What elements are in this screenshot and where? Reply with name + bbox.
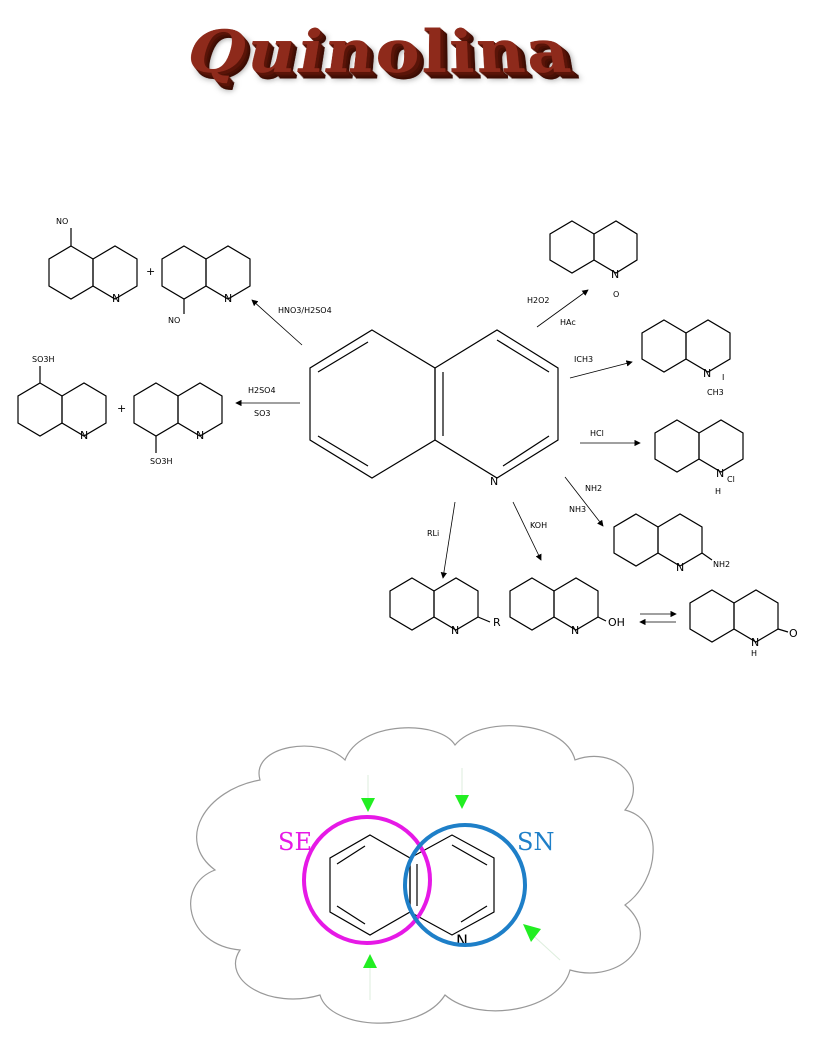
- reagent-h2o2: H2O2: [527, 296, 550, 305]
- nh-h-label: H: [751, 649, 757, 658]
- n-label: N: [751, 636, 759, 649]
- n-oxide-product: N O: [550, 221, 637, 299]
- hydroxyquinoline-product: N OH: [510, 578, 625, 637]
- r-label: R: [493, 616, 501, 629]
- n-label: N: [112, 292, 120, 305]
- reagent-rli: RLi: [427, 529, 439, 538]
- sulfo-products: SO3H N + SO3H N: [18, 355, 222, 466]
- n-label: N: [451, 624, 459, 637]
- oh-label: OH: [608, 616, 625, 629]
- methylquinolinium-product: N I CH3: [642, 320, 730, 397]
- ch3-label: CH3: [707, 388, 724, 397]
- plus-sign: +: [117, 402, 126, 415]
- reagent-nh3: NH3: [569, 505, 586, 514]
- n-label: N: [224, 292, 232, 305]
- so3h-label-2: SO3H: [150, 457, 172, 466]
- reagent-koh: KOH: [530, 521, 547, 530]
- reagent-so3: SO3: [254, 409, 270, 418]
- n-label: N: [196, 429, 204, 442]
- reagent-hcl: HCl: [590, 429, 604, 438]
- central-n-label: N: [490, 475, 498, 488]
- keto-o-label: O: [789, 627, 798, 640]
- reactivity-cloud: [191, 726, 653, 1023]
- n-label: N: [571, 624, 579, 637]
- so3h-label-1: SO3H: [32, 355, 54, 364]
- reagent-h2so4: H2SO4: [248, 386, 276, 395]
- n-label: N: [676, 561, 684, 574]
- aminoquinoline-product: N NH2: [614, 514, 730, 574]
- reagent-hno3: HNO3/H2SO4: [278, 306, 332, 315]
- central-quinoline: N: [310, 330, 558, 488]
- n-label: N: [716, 467, 724, 480]
- chloride-label: Cl: [727, 475, 735, 484]
- iodide-label: I: [722, 373, 724, 382]
- nitro-o-label-1: NO: [56, 217, 68, 226]
- n-oxide-o-label: O: [613, 290, 619, 299]
- sn-label: SN: [517, 828, 554, 856]
- reagent-nh2: NH2: [585, 484, 602, 493]
- reaction-arrows: HNO3/H2SO4 H2SO4 SO3 H2O2 HAc ICH3 HCl N…: [236, 290, 676, 622]
- n-label: N: [703, 367, 711, 380]
- alkylquinoline-product: N R: [390, 578, 501, 637]
- n-label: N: [611, 268, 619, 281]
- reagent-ich3: ICH3: [574, 355, 593, 364]
- nitro-o-label-2: NO: [168, 316, 180, 325]
- quinolinium-chloride-product: N H Cl: [655, 420, 743, 496]
- se-label: SE: [278, 828, 312, 856]
- nh2-label: NH2: [713, 560, 730, 569]
- quinolinone-product: N H O: [690, 590, 798, 658]
- reagent-hac: HAc: [560, 318, 576, 327]
- n-label: N: [80, 429, 88, 442]
- cloud-n-label: N: [456, 931, 468, 950]
- nitro-products: NO N + NO N: [49, 217, 250, 325]
- h-label: H: [715, 487, 721, 496]
- plus-sign: +: [146, 265, 155, 278]
